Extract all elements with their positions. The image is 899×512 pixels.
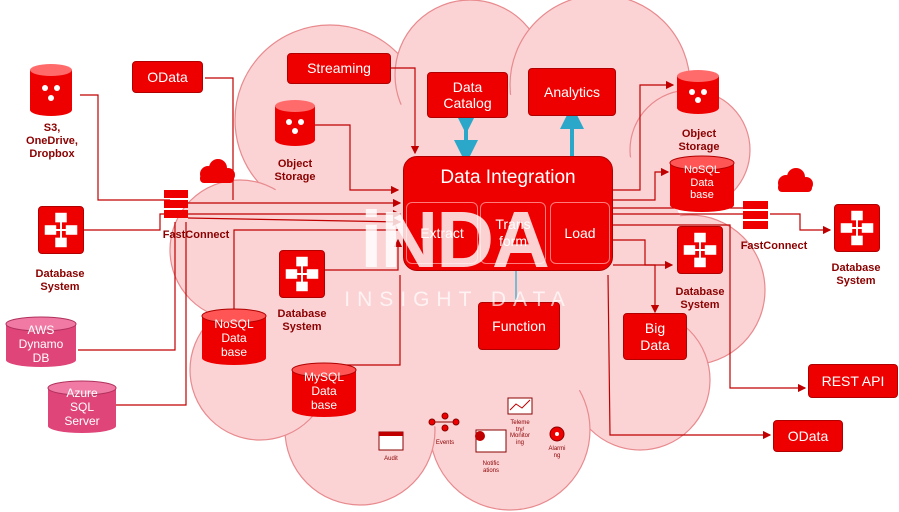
data-catalog-box[interactable]: Data Catalog (427, 72, 508, 118)
notifications-icon (475, 429, 507, 453)
rest-api-box[interactable]: REST API (808, 364, 898, 398)
big-data-box[interactable]: Big Data (623, 313, 687, 360)
telemetry-label: Teleme try/ Monitor ing (509, 420, 530, 446)
extract-box[interactable]: Extract (406, 202, 478, 264)
cloud-icon-left (200, 159, 235, 183)
fastconnect-right-label: FastConnect (740, 240, 808, 252)
database-system-right-inner-label: Database System (675, 286, 725, 312)
database-system-inner-icon[interactable] (279, 250, 325, 298)
fastconnect-left-label: FastConnect (162, 229, 230, 241)
audit-label: Audit (384, 456, 398, 462)
mysql-box[interactable]: MySQL Data base (292, 367, 356, 417)
odata-left-box[interactable]: OData (132, 61, 203, 93)
azure-sql-cylinder (47, 380, 117, 433)
s3-storage-icon (30, 64, 72, 116)
network-icon (840, 210, 874, 246)
watermark-logo: iNDA (360, 195, 550, 284)
database-system-inner-label: Database System (277, 308, 327, 334)
database-system-left-icon[interactable] (38, 206, 84, 254)
nosql-right-box[interactable]: NoSQL Data base (670, 160, 734, 210)
transform-box[interactable]: Trans form (480, 202, 546, 264)
mysql-label: MySQL Data base (303, 370, 344, 412)
aws-dynamo-box[interactable]: AWS Dynamo DB (6, 318, 76, 368)
database-system-right-label: Database System (831, 262, 881, 288)
audit-icon (378, 431, 404, 451)
notifications-label: Notific ations (482, 461, 500, 474)
streaming-box[interactable]: Streaming (287, 53, 391, 84)
nosql-right-label: NoSQL Data base (683, 164, 721, 202)
events-label: Events (435, 440, 455, 446)
load-box[interactable]: Load (550, 202, 610, 264)
object-storage-right-icon (677, 70, 719, 114)
network-icon (683, 232, 717, 268)
database-system-right-icon[interactable] (834, 204, 880, 252)
object-storage-left-icon (275, 100, 315, 146)
server-icon-right (743, 201, 768, 229)
nosql-left-label: NoSQL Data base (214, 317, 254, 359)
odata-right-box[interactable]: OData (773, 420, 843, 452)
data-integration-title: Data Integration (440, 167, 576, 188)
alarming-label: Alarmi ng (548, 446, 566, 459)
object-storage-right-label: Object Storage (678, 128, 720, 154)
azure-sql-box[interactable]: Azure SQL Server (48, 383, 116, 433)
object-storage-left-label: Object Storage (274, 158, 316, 184)
network-icon (44, 212, 78, 248)
database-system-right-inner-icon[interactable] (677, 226, 723, 274)
s3-label: S3, OneDrive, Dropbox (26, 122, 78, 161)
server-icon-left (164, 190, 188, 218)
nosql-left-cylinder (201, 308, 267, 365)
watermark-tagline: INSIGHT DATA (344, 288, 572, 311)
data-integration-box[interactable]: Data Integration Extract Trans form Load (403, 156, 613, 271)
cloud-icon-right (778, 168, 813, 192)
alarming-icon (549, 426, 565, 442)
aws-dynamo-cylinder (5, 316, 77, 367)
events-icon (428, 412, 460, 432)
database-system-left-label: Database System (35, 268, 85, 294)
nosql-right-cylinder (669, 155, 735, 212)
analytics-box[interactable]: Analytics (528, 68, 616, 116)
mysql-cylinder (291, 362, 357, 417)
azure-sql-label: Azure SQL Server (64, 386, 100, 428)
network-icon (285, 256, 319, 292)
nosql-left-box[interactable]: NoSQL Data base (202, 313, 266, 363)
function-box[interactable]: Function (478, 302, 560, 350)
aws-dynamo-label: AWS Dynamo DB (18, 323, 64, 365)
telemetry-icon (507, 397, 533, 415)
